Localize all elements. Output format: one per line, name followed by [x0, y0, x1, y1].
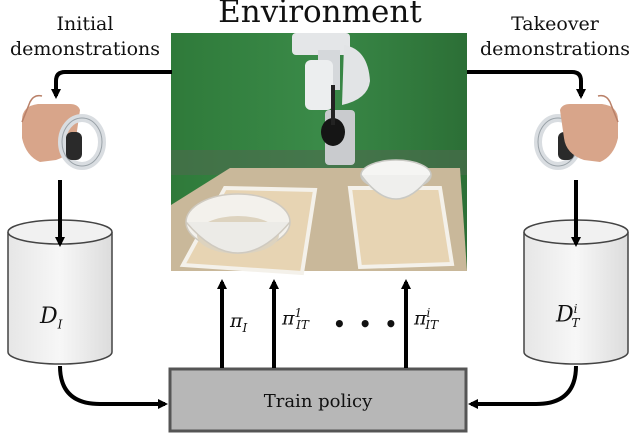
policy-initial-sub: I	[242, 320, 248, 335]
dataset-takeover-label: DiT	[556, 302, 580, 330]
dataset-initial-sub: I	[57, 317, 63, 332]
policy-takeover-1-sup: 1	[294, 306, 303, 320]
arrow-env-to-right-hand	[467, 70, 586, 99]
policy-takeover-i-label: πiIT	[414, 306, 438, 332]
policy-takeover-i-symbol: π	[414, 307, 427, 330]
initial-label-line-1: Initial	[56, 13, 114, 35]
dataset-takeover-sub: T	[571, 315, 580, 330]
dataset-initial-symbol: D	[40, 304, 58, 329]
policy-ellipsis: • • •	[333, 312, 401, 336]
hand-controller-right-icon	[534, 94, 619, 170]
policy-takeover-i-sub: IT	[425, 318, 439, 333]
takeover-demonstrations-label: Takeover demonstrations	[470, 12, 640, 62]
train-policy-box	[168, 367, 468, 433]
takeover-label-line-2: demonstrations	[479, 38, 631, 60]
policy-initial-label: πI	[230, 310, 247, 335]
initial-label-line-2: demonstrations	[9, 38, 161, 60]
dataset-takeover-sup: i	[573, 302, 578, 316]
policy-initial-symbol: π	[230, 310, 243, 332]
flow-arrows	[51, 70, 586, 409]
hand-controller-left-icon	[21, 94, 106, 170]
policy-takeover-1-label: π1IT	[282, 306, 309, 332]
dataset-initial-label: DI	[40, 304, 62, 331]
environment-title: Environment	[218, 0, 422, 30]
arrow-dataset-takeover-to-train	[468, 365, 578, 409]
arrow-env-to-left-hand	[51, 70, 172, 99]
environment-photo	[171, 33, 467, 276]
train-policy-label: Train policy	[263, 391, 373, 412]
policy-takeover-1-sub: IT	[296, 318, 309, 333]
arrow-dataset-initial-to-train	[58, 365, 168, 409]
policy-takeover-1-symbol: π	[282, 307, 295, 330]
policy-takeover-i-sup: i	[426, 306, 431, 320]
initial-demonstrations-label: Initial demonstrations	[0, 12, 170, 62]
takeover-label-line-1: Takeover	[511, 13, 599, 35]
dataset-takeover-symbol: D	[556, 302, 574, 328]
